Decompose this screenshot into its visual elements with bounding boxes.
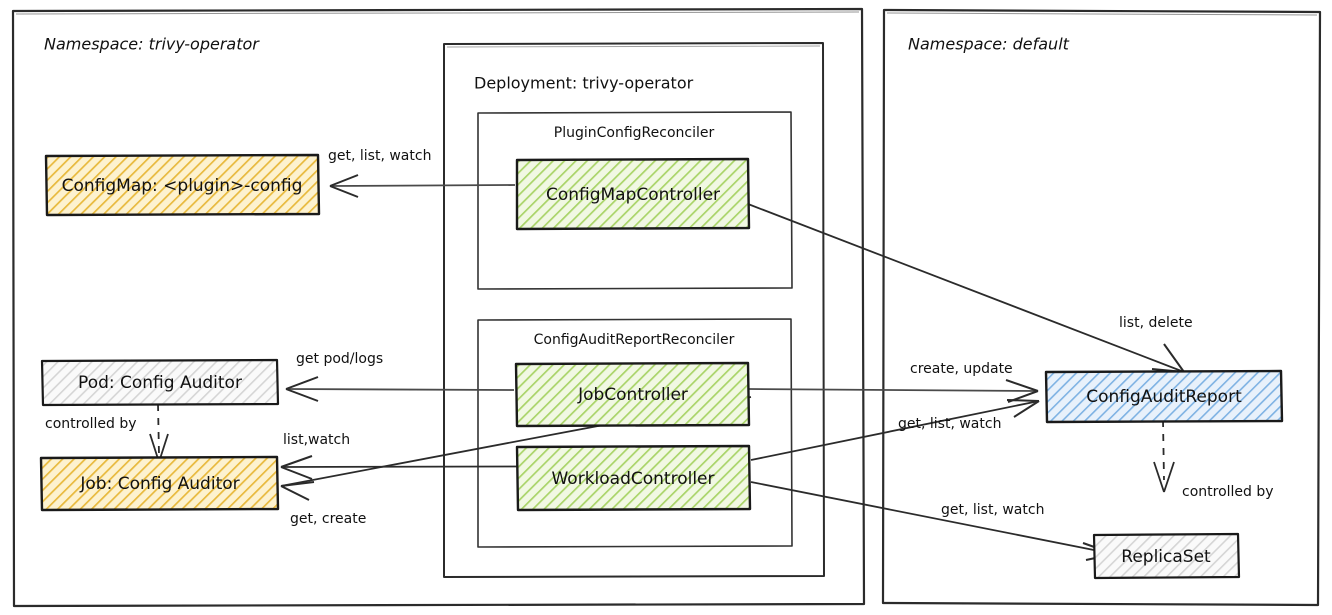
edge-workloadcontroller-to-configauditreport: get, list, watch: [750, 399, 1040, 461]
node-label-workloadcontroller: WorkloadController: [551, 469, 714, 489]
container-namespace-trivy-operator: Namespace: trivy-operator: [11, 7, 866, 608]
container-deployment: Deployment: trivy-operator: [443, 42, 825, 578]
edge-label-list-watch: list,watch: [283, 432, 350, 448]
container-label-namespace-trivy-operator: Namespace: trivy-operator: [44, 35, 260, 54]
node-label-replicaset: ReplicaSet: [1121, 547, 1211, 567]
edge-jobcontroller-to-pod: get pod/logs: [285, 351, 515, 402]
node-label-configauditreport: ConfigAuditReport: [1086, 387, 1242, 407]
node-workloadcontroller[interactable]: WorkloadController: [515, 444, 752, 512]
node-pod[interactable]: Pod: Config Auditor: [40, 358, 280, 407]
edge-configmapcontroller-to-configauditreport: list, delete: [747, 203, 1193, 373]
edge-label-controlled-by-pod-job: controlled by: [45, 416, 137, 432]
node-configmapcontroller[interactable]: ConfigMapController: [515, 157, 751, 231]
container-plugin-config-reconciler: PluginConfigReconciler: [477, 111, 793, 290]
edge-label-get-pod-logs: get pod/logs: [296, 351, 383, 367]
node-jobcontroller[interactable]: JobController: [514, 361, 751, 428]
edge-configmapcontroller-to-configmap: get, list, watch: [328, 148, 516, 198]
edge-configauditreport-to-replicaset: controlled by: [1153, 419, 1274, 500]
node-job[interactable]: Job: Config Auditor: [39, 455, 280, 512]
node-configmap[interactable]: ConfigMap: <plugin>-config: [44, 153, 321, 217]
edge-label-controlled-by-car-replicaset: controlled by: [1182, 484, 1274, 500]
container-label-config-audit-report-reconciler: ConfigAuditReportReconciler: [534, 332, 735, 348]
edge-jobcontroller-to-configauditreport: create, update: [748, 361, 1039, 403]
container-label-namespace-default: Namespace: default: [908, 35, 1070, 54]
edge-label-get-list-watch-configmap: get, list, watch: [328, 148, 431, 164]
container-namespace-default: Namespace: default: [881, 8, 1322, 607]
container-config-audit-report-reconciler: ConfigAuditReportReconciler: [477, 318, 793, 548]
node-label-job: Job: Config Auditor: [79, 474, 239, 494]
node-replicaset[interactable]: ReplicaSet: [1092, 532, 1241, 580]
node-label-configmapcontroller: ConfigMapController: [546, 185, 720, 205]
node-label-pod: Pod: Config Auditor: [78, 373, 242, 393]
node-configauditreport[interactable]: ConfigAuditReport: [1044, 369, 1284, 424]
node-label-jobcontroller: JobController: [577, 385, 688, 405]
edge-label-get-list-watch-car: get, list, watch: [898, 416, 1001, 432]
edge-label-get-create: get, create: [290, 511, 366, 527]
node-label-configmap: ConfigMap: <plugin>-config: [62, 176, 303, 196]
edge-label-create-update: create, update: [910, 361, 1013, 377]
container-label-deployment: Deployment: trivy-operator: [474, 74, 694, 93]
container-label-plugin-config-reconciler: PluginConfigReconciler: [554, 125, 715, 141]
edge-label-list-delete: list, delete: [1119, 315, 1193, 331]
edge-label-get-list-watch-replicaset: get, list, watch: [941, 502, 1044, 518]
